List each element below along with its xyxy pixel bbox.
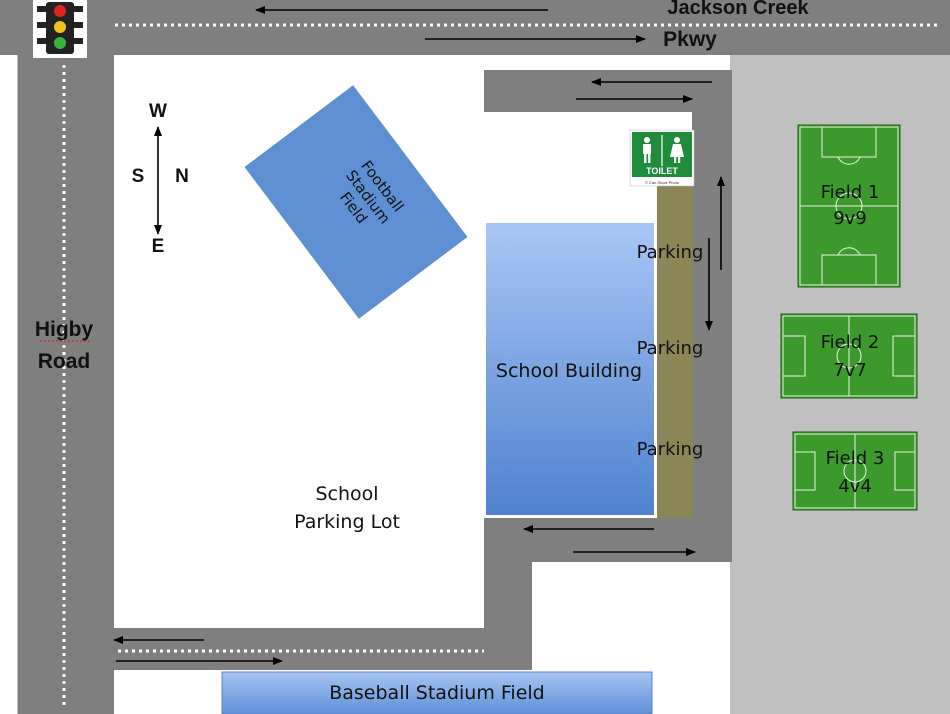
parking-lot-label-1: School bbox=[315, 483, 378, 505]
jackson-creek-label: Jackson Creek bbox=[667, 0, 809, 19]
compass: W S N E bbox=[132, 101, 189, 257]
baseball-label: Baseball Stadium Field bbox=[329, 682, 545, 704]
field-3-size: 4v4 bbox=[838, 476, 872, 497]
parking-label-2: Parking bbox=[637, 338, 704, 359]
compass-south: S bbox=[132, 166, 145, 187]
field-1-size: 9v9 bbox=[833, 208, 867, 229]
field-2-size: 7v7 bbox=[833, 360, 867, 381]
baseball-stadium-field bbox=[221, 671, 653, 714]
field-3-name: Field 3 bbox=[826, 448, 885, 469]
higby-road bbox=[18, 55, 114, 714]
parking-strip bbox=[657, 185, 693, 518]
compass-west: W bbox=[149, 101, 167, 122]
parking-label-3: Parking bbox=[637, 439, 704, 460]
field-3: Field 3 4v4 bbox=[792, 431, 918, 511]
field-1: Field 1 9v9 bbox=[797, 124, 901, 288]
toilet-credit: © Can Stock Photo bbox=[645, 180, 680, 185]
bottom-driveway bbox=[484, 518, 732, 562]
compass-north: N bbox=[175, 166, 189, 187]
field-2: Field 2 7v7 bbox=[780, 313, 918, 399]
top-driveway bbox=[484, 70, 732, 112]
compass-east: E bbox=[152, 236, 165, 257]
toilet-label: TOILET bbox=[646, 166, 678, 176]
toilet-icon: TOILET © Can Stock Photo bbox=[629, 129, 695, 187]
bottom-road bbox=[114, 628, 532, 670]
higby-label: Higby bbox=[35, 318, 94, 341]
jackson-creek-road bbox=[0, 0, 950, 55]
pkwy-label: Pkwy bbox=[663, 28, 717, 51]
parking-lot-label-2: Parking Lot bbox=[294, 511, 400, 533]
right-driveway bbox=[692, 70, 732, 562]
parking-label-1: Parking bbox=[637, 242, 704, 263]
football-stadium-field bbox=[244, 85, 468, 319]
traffic-light-icon bbox=[33, 0, 87, 58]
school-building-label: School Building bbox=[496, 360, 642, 382]
field-1-name: Field 1 bbox=[821, 182, 880, 203]
road-label: Road bbox=[38, 350, 91, 373]
field-2-name: Field 2 bbox=[821, 332, 880, 353]
school-building bbox=[486, 223, 654, 515]
